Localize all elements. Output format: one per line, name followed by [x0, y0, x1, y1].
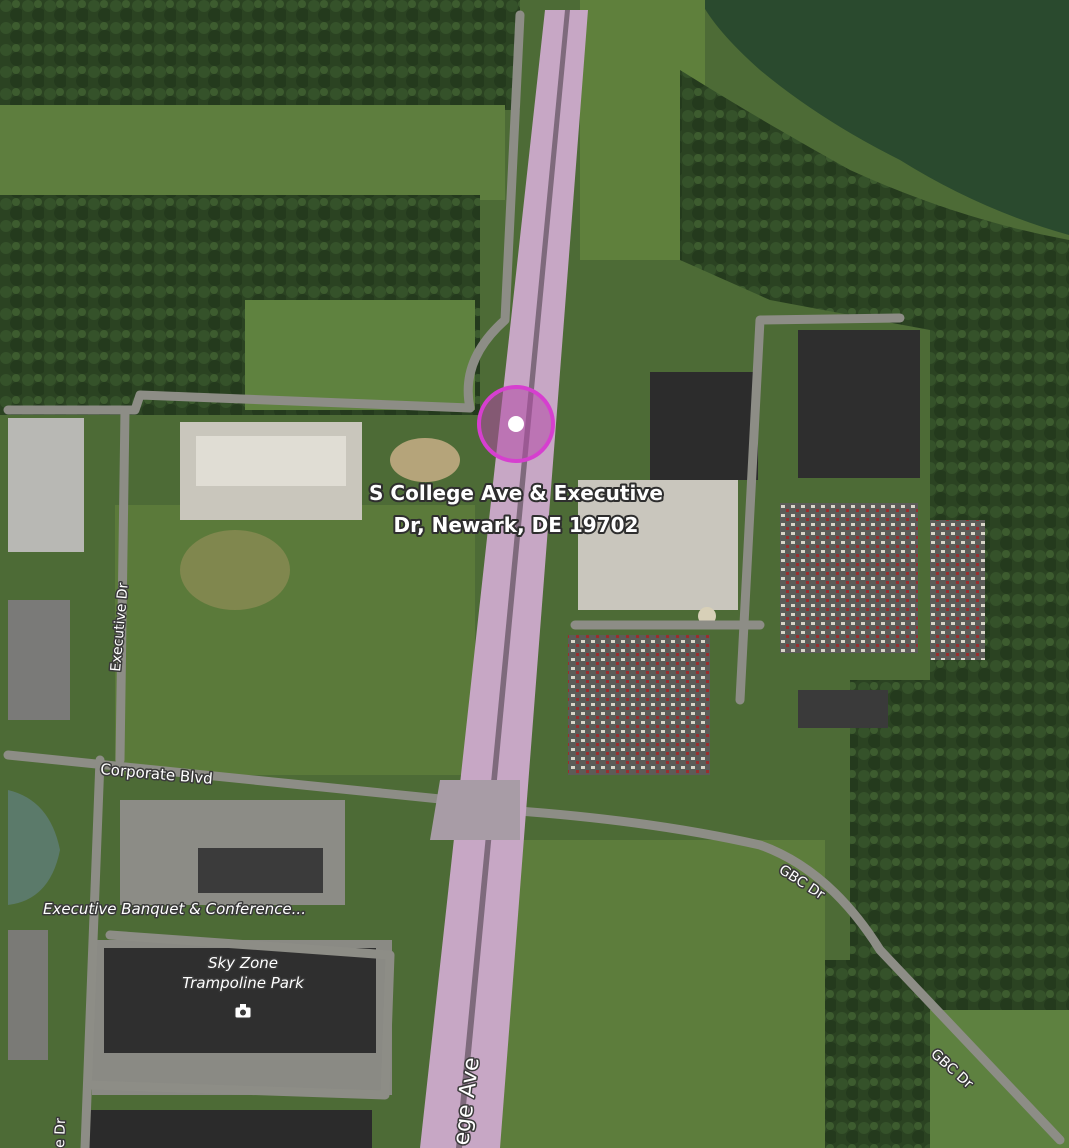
highway-s-college-ave	[420, 10, 588, 1148]
field-large	[115, 505, 475, 775]
local-roads	[3, 10, 1065, 1148]
pin-address-line1: S College Ave & Executive	[369, 481, 663, 505]
warehouse-center-roof	[196, 436, 346, 486]
intersection	[430, 780, 520, 840]
parking-lot-2	[780, 503, 918, 653]
poi-label-executive-banquet[interactable]: Executive Banquet & Conference...	[42, 899, 308, 920]
location-pin[interactable]	[477, 385, 555, 463]
field-top-left	[0, 105, 505, 200]
building-b	[798, 330, 920, 478]
poi-label-trampoline-park[interactable]: Trampoline Park	[181, 973, 307, 994]
pin-address-line2: Dr, Newark, DE 19702	[394, 513, 639, 537]
pin-center-dot	[508, 416, 524, 432]
skyzone-building	[104, 948, 376, 1053]
road-label-executive-dr-bottom: e Dr	[52, 1118, 69, 1148]
parking-lot-1	[568, 635, 710, 775]
field-mid	[245, 300, 475, 410]
warehouse-left-2	[8, 600, 70, 720]
water-area	[700, 0, 1069, 235]
highway-median	[456, 10, 570, 1148]
banquet-building	[198, 848, 323, 893]
poi-label-sky-zone[interactable]: Sky Zone	[206, 953, 279, 974]
building-left-bottom	[8, 930, 48, 1060]
building-bottom	[82, 1110, 372, 1148]
building-c	[578, 480, 738, 610]
forest-top-left	[0, 0, 520, 110]
camera-icon[interactable]	[234, 1004, 252, 1019]
building-a	[650, 372, 758, 480]
parking-lot-3	[930, 520, 985, 660]
field-bottom	[495, 840, 825, 1148]
dirt-patch	[180, 530, 290, 610]
circular-building	[8, 790, 60, 905]
warehouse-left-1	[8, 418, 84, 552]
sand-field	[390, 438, 460, 482]
building-d	[798, 690, 888, 728]
